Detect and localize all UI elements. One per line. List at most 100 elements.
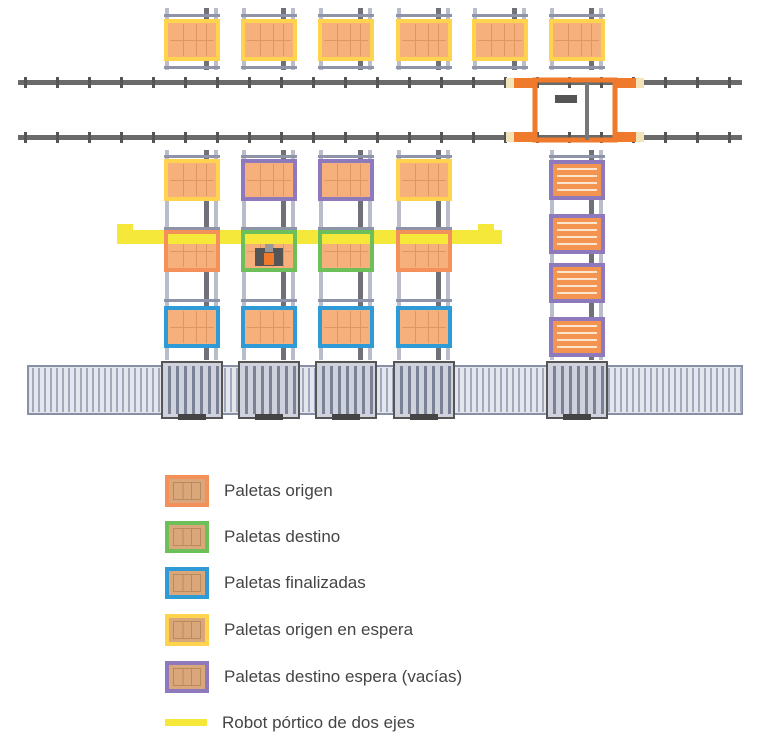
roller (740, 368, 742, 412)
palletizing-layout-diagram (18, 8, 743, 420)
transfer-roller (370, 366, 373, 414)
roller (236, 368, 238, 412)
transfer-roller (269, 366, 272, 414)
rail-bracket (248, 132, 251, 143)
legend-label: Paletas origen (224, 481, 333, 500)
rail-bracket (728, 77, 731, 88)
gripper-head (265, 244, 273, 252)
box-seam (170, 327, 214, 328)
rack-crossbar (241, 227, 297, 230)
roller (704, 368, 706, 412)
roller (302, 368, 304, 412)
roller (380, 368, 382, 412)
pallets (164, 19, 605, 357)
legend-item-robot: Robot pórtico de dos ejes (165, 707, 415, 738)
pallet-swatch-icon (165, 661, 209, 693)
rail-bracket (120, 132, 123, 143)
gantry-bumper (506, 132, 514, 142)
box-seam (247, 40, 291, 41)
roller (500, 368, 502, 412)
pallet-destino-espera (549, 317, 605, 357)
transfer-roller (346, 366, 349, 414)
roller (506, 368, 508, 412)
rack-crossbar (472, 14, 528, 17)
pallet-finalizada (396, 306, 452, 348)
rail-bracket (216, 77, 219, 88)
roller (458, 368, 460, 412)
transfer-roller (362, 366, 365, 414)
rack-crossbar (396, 66, 452, 69)
rail (18, 80, 742, 85)
rack-crossbar (241, 155, 297, 158)
rack-crossbar (549, 14, 605, 17)
roller (122, 368, 124, 412)
pallet-frame (549, 317, 605, 357)
roller (86, 368, 88, 412)
station-motor (255, 414, 283, 420)
pallet-frame (549, 214, 605, 254)
legend-item-finalizada: Paletas finalizadas (165, 567, 366, 599)
robot-beam-segment (400, 234, 448, 244)
transfer-roller (330, 366, 333, 414)
transfer-roller (216, 366, 219, 414)
rack-crossbar (241, 299, 297, 302)
pallet-slat (557, 168, 597, 170)
rail-bracket (280, 77, 283, 88)
legend-label: Robot pórtico de dos ejes (222, 712, 415, 732)
orange-gantry-carriage (506, 77, 644, 143)
roller (44, 368, 46, 412)
transfer-roller (593, 366, 596, 414)
pallet-swatch-icon (165, 614, 209, 646)
rail-bracket (24, 132, 27, 143)
rail-bracket (56, 77, 59, 88)
roller (128, 368, 130, 412)
box-seam (170, 251, 214, 252)
roller (542, 368, 544, 412)
box-seam (324, 327, 368, 328)
rail-bracket (344, 77, 347, 88)
rail (18, 135, 742, 140)
rail-bracket (24, 77, 27, 88)
roller (158, 368, 160, 412)
rack-crossbar (549, 155, 605, 158)
rail-bracket (184, 132, 187, 143)
pallet-destino-espera (549, 263, 605, 303)
pallet-slat (557, 236, 597, 238)
box-seam (402, 251, 446, 252)
rack-crossbar (318, 227, 374, 230)
roller (722, 368, 724, 412)
rail-bracket (440, 132, 443, 143)
rail-bracket (408, 77, 411, 88)
transfer-roller (408, 366, 411, 414)
robot-beam-end (478, 224, 494, 232)
transfer-roller (601, 366, 604, 414)
rail-bracket (184, 77, 187, 88)
roller (638, 368, 640, 412)
roller (644, 368, 646, 412)
legend-item-destino: Paletas destino (165, 521, 340, 553)
robot-line-swatch-icon (165, 719, 207, 726)
pallet-swatch-icon (165, 567, 209, 599)
pallet-finalizada (164, 306, 220, 348)
pallet-origen-espera (549, 19, 605, 61)
rail-bracket (664, 77, 667, 88)
pallet-slat (557, 271, 597, 273)
legend-item-origen: Paletas origen (165, 475, 333, 507)
roller (512, 368, 514, 412)
pallet-slat (557, 346, 597, 348)
roller (686, 368, 688, 412)
roller (104, 368, 106, 412)
legend-item-origen-espera: Paletas origen en espera (165, 614, 413, 646)
box-seam (170, 40, 214, 41)
rail-bracket (728, 132, 731, 143)
rack-crossbar (318, 66, 374, 69)
gantry-truck (513, 132, 535, 142)
pallet-origen-espera (164, 19, 220, 61)
pallet-slat (557, 325, 597, 327)
gantry-frame (532, 77, 618, 143)
legend-item-destino-espera: Paletas destino espera (vacías) (165, 661, 462, 693)
roller (632, 368, 634, 412)
roller (464, 368, 466, 412)
pallet-origen-espera (241, 19, 297, 61)
pallet-destino-espera (549, 214, 605, 254)
